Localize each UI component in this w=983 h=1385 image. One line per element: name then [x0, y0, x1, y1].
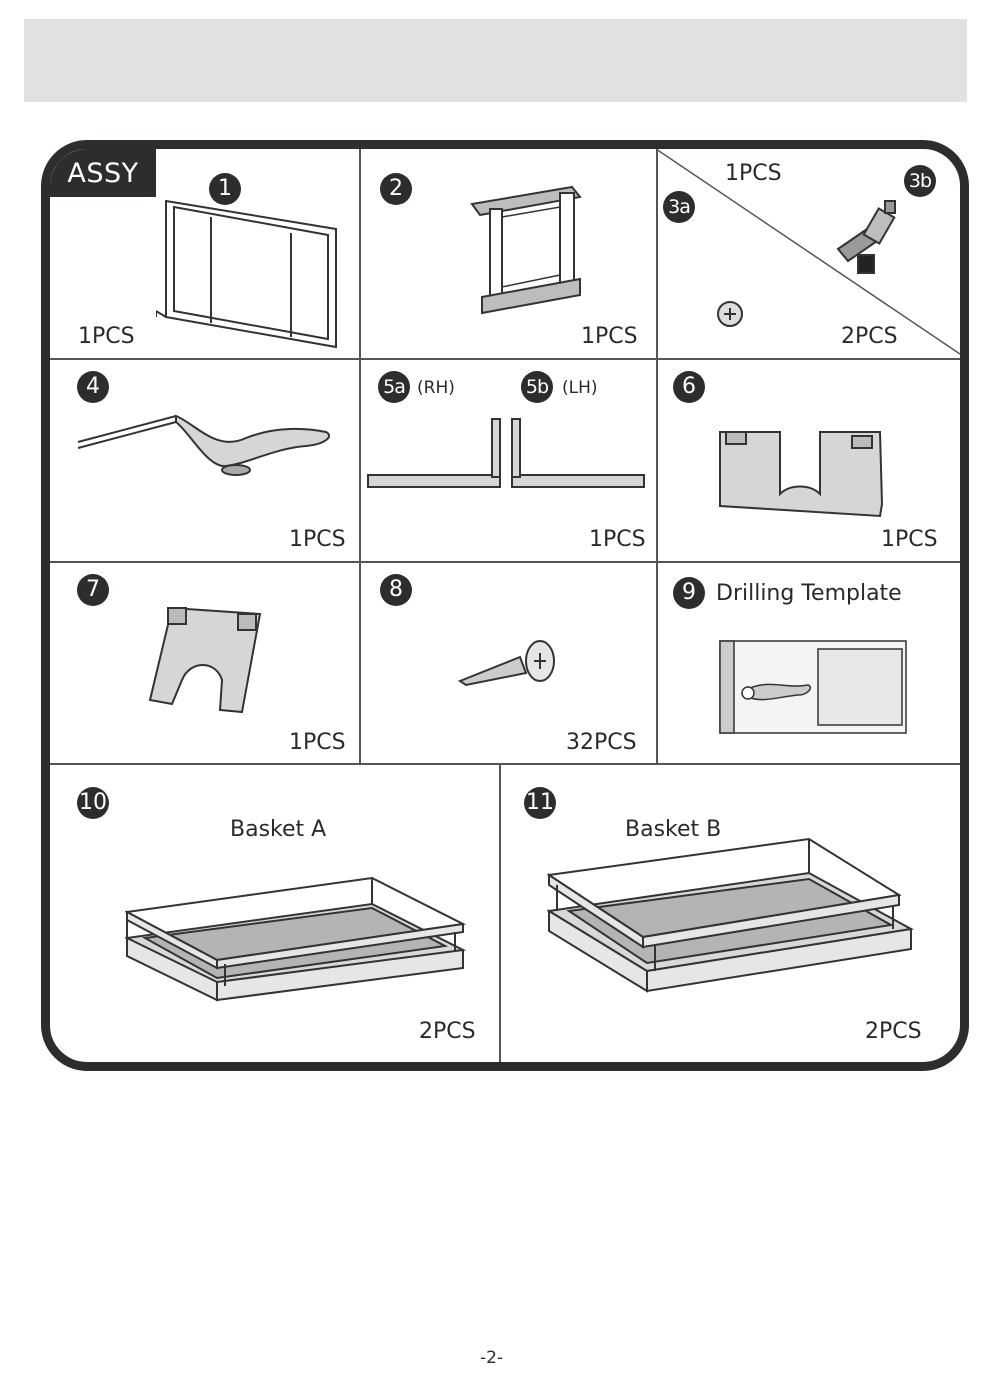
- quantity-label: 2PCS: [841, 324, 898, 349]
- part-number-badge: 11: [524, 787, 556, 819]
- rail-bracket-illustration: [367, 418, 645, 488]
- quantity-label: 2PCS: [865, 1019, 922, 1044]
- part-number-badge: 3b: [904, 165, 936, 197]
- basket-a-illustration: [125, 876, 467, 1002]
- quantity-label: 1PCS: [725, 161, 782, 186]
- part-number-badge: 5b: [521, 371, 553, 403]
- hinge-clip-illustration: [836, 200, 896, 274]
- part-number-badge: 9: [673, 577, 705, 609]
- diagonal-divider: [656, 149, 960, 355]
- header-band: [24, 19, 967, 102]
- part-number-badge: 1: [209, 173, 241, 205]
- part-label: Drilling Template: [716, 581, 902, 606]
- quantity-label: 1PCS: [589, 527, 646, 552]
- quantity-label: 1PCS: [78, 324, 135, 349]
- part-side-label: (LH): [562, 378, 598, 398]
- part-label: Basket A: [230, 817, 327, 842]
- grid-divider: [499, 764, 501, 1062]
- quantity-label: 2PCS: [419, 1019, 476, 1044]
- base-plate-illustration: [719, 431, 884, 518]
- part-number-badge: 8: [380, 574, 412, 606]
- part-number-badge: 7: [77, 574, 109, 606]
- quantity-label: 1PCS: [581, 324, 638, 349]
- grid-divider: [656, 149, 658, 764]
- arm-lever-illustration: [77, 414, 331, 476]
- frame-assembly-illustration: [156, 199, 337, 349]
- part-side-label: (RH): [417, 378, 455, 398]
- part-number-badge: 4: [77, 371, 109, 403]
- grid-divider: [50, 358, 960, 360]
- grid-divider: [359, 149, 361, 764]
- bracket-frame-illustration: [470, 185, 582, 315]
- small-screw-illustration: [717, 301, 743, 327]
- part-number-badge: 3a: [663, 191, 695, 223]
- drilling-template-illustration: [719, 640, 907, 734]
- page-number: -2-: [479, 1348, 504, 1368]
- quantity-label: 1PCS: [881, 527, 938, 552]
- assy-label: ASSY: [50, 149, 156, 197]
- part-number-badge: 5a: [378, 371, 410, 403]
- part-number-badge: 2: [380, 173, 412, 205]
- part-number-badge: 6: [673, 371, 705, 403]
- basket-b-illustration: [547, 837, 915, 993]
- quantity-label: 1PCS: [289, 730, 346, 755]
- part-number-badge: 10: [77, 787, 109, 819]
- quantity-label: 32PCS: [566, 730, 637, 755]
- part-label: Basket B: [625, 817, 722, 842]
- quantity-label: 1PCS: [289, 527, 346, 552]
- grid-divider: [50, 561, 960, 563]
- clip-bracket-illustration: [148, 606, 262, 714]
- parts-list-frame: ASSY 1 1PCS 2 1PCS 1PCS 3b 3a: [41, 140, 969, 1071]
- wood-screw-illustration: [458, 640, 555, 687]
- grid-divider: [50, 763, 960, 765]
